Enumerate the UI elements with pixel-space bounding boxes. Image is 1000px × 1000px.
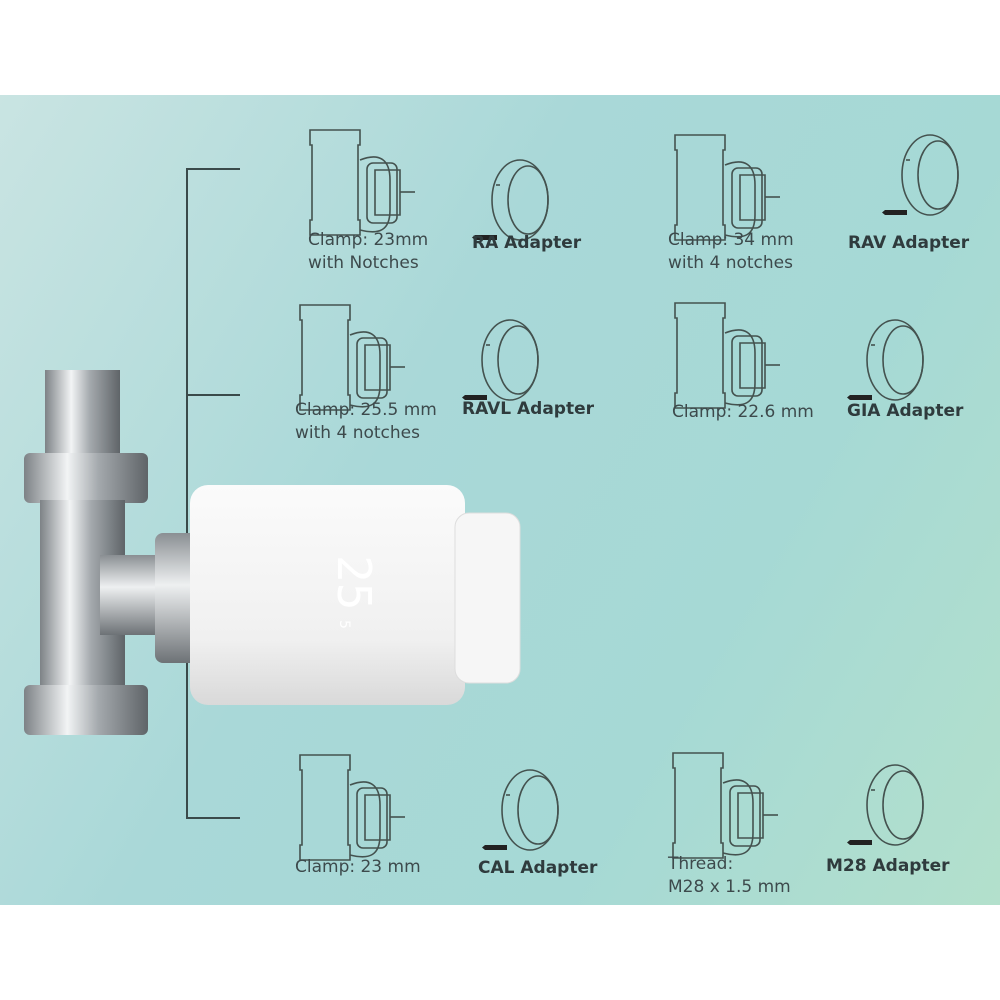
thermostat-on-valve-image: 25 5: [24, 370, 521, 735]
bracket-tick: [186, 168, 240, 170]
adapter-label: RAV Adapter: [848, 233, 970, 253]
valve-diagram-icon: [299, 754, 405, 861]
clamp-label: Clamp: 25.5 mm with 4 notches: [295, 400, 437, 443]
background-panel: [0, 95, 1000, 905]
temperature-display-decimal: 5: [336, 620, 352, 629]
valve-diagram-icon: [674, 134, 780, 241]
adapter-diagram-icon: [847, 764, 924, 846]
adapter-label: RAVL Adapter: [462, 399, 595, 419]
clamp-label: Clamp: 22.6 mm: [672, 402, 814, 422]
clamp-label: Thread: M28 x 1.5 mm: [668, 854, 791, 897]
valve-diagram-icon: [309, 129, 415, 236]
adapter-label: M28 Adapter: [826, 856, 950, 876]
adapter-label: RA Adapter: [472, 233, 582, 253]
valve-diagram-icon: [674, 302, 780, 409]
bracket-tick: [186, 817, 240, 819]
bracket-tick: [186, 394, 240, 396]
adapter-diagram-icon: [482, 769, 559, 851]
clamp-label: Clamp: 34 mm with 4 notches: [668, 230, 794, 273]
adapter-label: GIA Adapter: [847, 401, 964, 421]
clamp-label: Clamp: 23 mm: [295, 857, 421, 877]
valve-diagram-icon: [672, 752, 778, 859]
clamp-label: Clamp: 23mm with Notches: [308, 230, 429, 273]
adapter-diagram-icon: [882, 134, 959, 216]
valve-diagram-icon: [299, 304, 405, 411]
adapter-diagram-icon: [472, 159, 549, 241]
temperature-display: 25: [327, 555, 381, 610]
adapter-diagram-icon: [462, 319, 539, 401]
bracket-line: [186, 168, 188, 819]
adapter-label: CAL Adapter: [478, 858, 598, 878]
adapter-diagram-icon: [847, 319, 924, 401]
